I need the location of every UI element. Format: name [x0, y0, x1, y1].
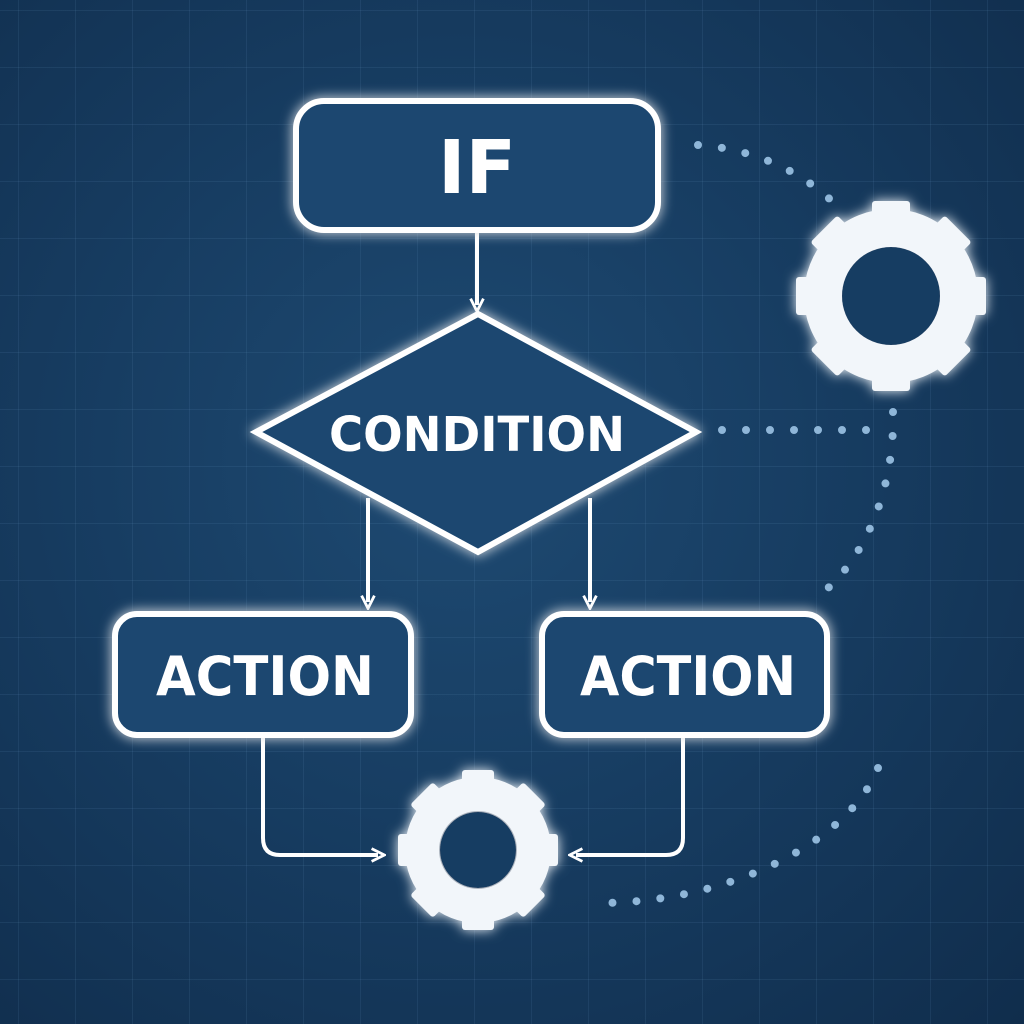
right-action-node-box [539, 611, 830, 738]
dotted-arc-top [694, 141, 849, 219]
right-action-node-label: ACTION [580, 645, 796, 708]
if-node-box [293, 98, 661, 233]
condition-node-label: CONDITION [329, 407, 625, 463]
gear-icon [796, 201, 986, 391]
arrow-right-action-to-gear [576, 738, 685, 855]
right-action-node[interactable]: ACTION [539, 611, 830, 738]
left-action-node-label: ACTION [156, 645, 374, 708]
dotted-connector-group [586, 141, 898, 908]
left-action-node-box [112, 611, 414, 738]
arrow-left-action-to-gear [261, 738, 378, 855]
dotted-arc-right [816, 408, 898, 599]
left-action-node[interactable]: ACTION [112, 611, 414, 738]
condition-node-diamond [249, 310, 703, 556]
gear-icon [398, 770, 558, 930]
if-node-label: IF [438, 125, 516, 211]
dotted-arc-bottom [586, 764, 882, 908]
if-node[interactable]: IF [293, 98, 661, 233]
condition-node[interactable]: CONDITION [249, 310, 703, 556]
connector-group [261, 232, 685, 855]
